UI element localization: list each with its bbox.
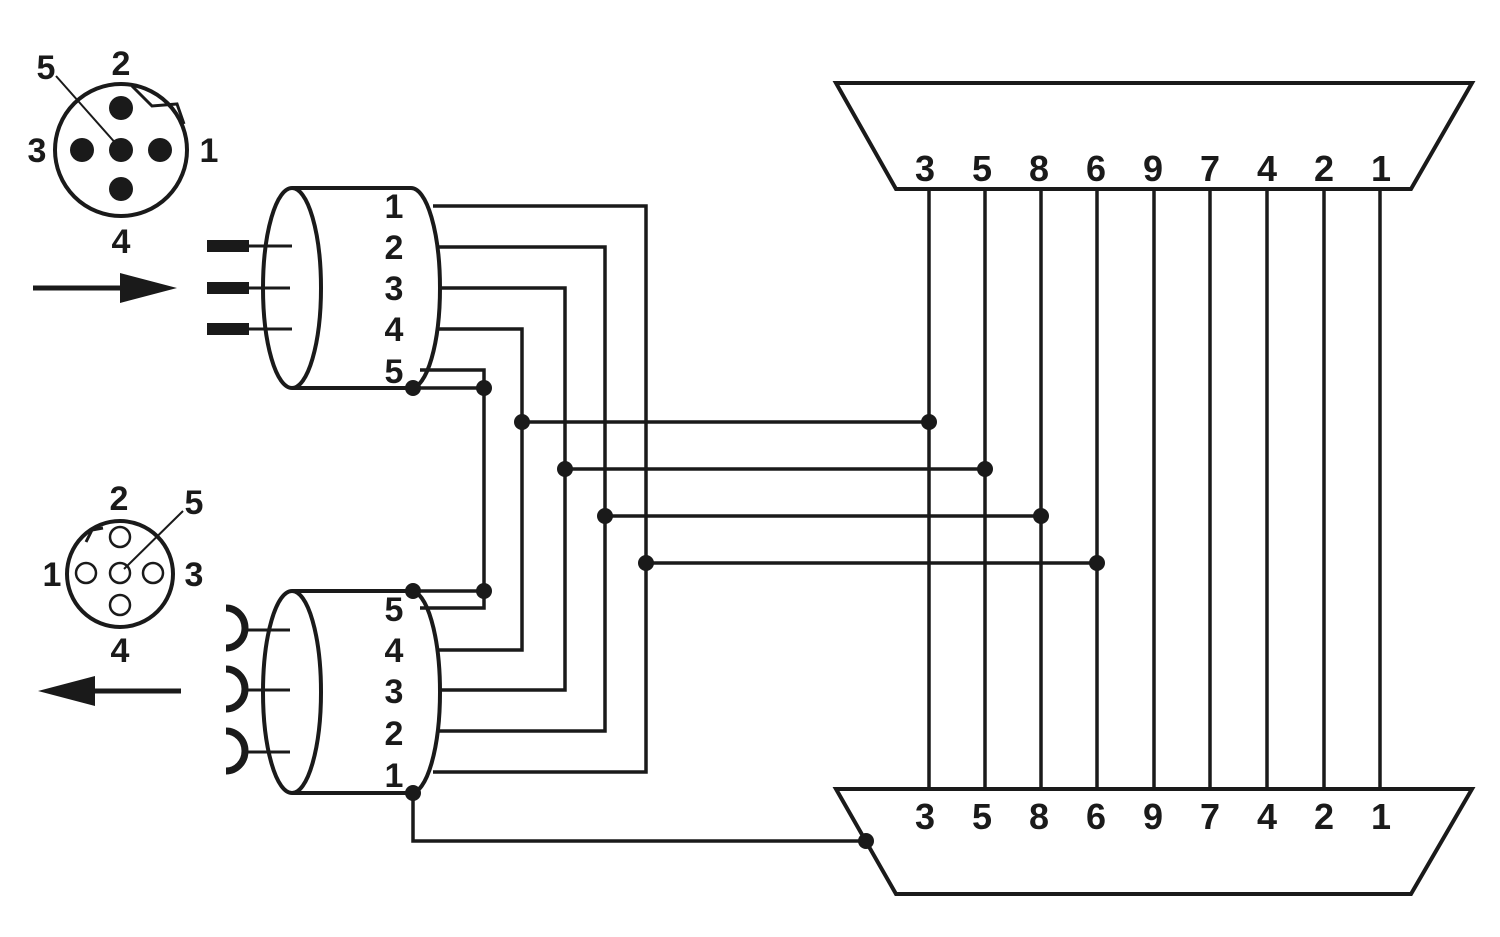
wire-2 <box>438 245 607 733</box>
dsub-bottom-pin-label: 2 <box>1314 796 1334 837</box>
male-pin-icon <box>207 323 249 335</box>
female-pin-label: 3 <box>385 673 404 711</box>
male-plug: 1 2 3 4 5 <box>207 186 442 391</box>
wires <box>411 204 1097 843</box>
junction-dot <box>405 785 421 801</box>
wire-5 <box>420 368 486 610</box>
dsub-bottom-pin-label: 1 <box>1371 796 1391 837</box>
dsub-bottom-pin-label: 8 <box>1029 796 1049 837</box>
dsub-top-pin-label: 6 <box>1086 148 1106 189</box>
pin-4-dot <box>109 177 133 201</box>
dsub-bottom-pin-label: 5 <box>972 796 992 837</box>
junction-dot <box>597 508 613 524</box>
dsub-top-pin-label: 3 <box>915 148 935 189</box>
male-face-label-right: 1 <box>200 132 219 170</box>
male-pin-icon <box>207 282 249 294</box>
male-pin-label: 3 <box>385 270 404 308</box>
wire-1 <box>433 204 648 774</box>
dsub-top-pin-label: 1 <box>1371 148 1391 189</box>
junction-dot <box>557 461 573 477</box>
socket-4-icon <box>108 593 132 617</box>
socket-3-icon <box>141 561 165 585</box>
dsub-bottom-pin-label: 3 <box>915 796 935 837</box>
dsub-straight-wires <box>927 189 1382 789</box>
female-socket: 5 4 3 2 1 <box>225 589 442 795</box>
socket-5-icon <box>108 561 132 585</box>
junction-dot <box>405 380 421 396</box>
female-pin-label: 5 <box>385 591 404 629</box>
female-pin-label: 2 <box>385 715 404 753</box>
dsub-top-pin-label: 5 <box>972 148 992 189</box>
female-face-label-bottom: 4 <box>111 632 130 670</box>
socket-2-icon <box>108 525 132 549</box>
junction-dot <box>638 555 654 571</box>
junction-dot <box>405 583 421 599</box>
dsub-bottom-pin-label: 7 <box>1200 796 1220 837</box>
socket-contact-icon <box>225 665 249 713</box>
junction-dot <box>514 414 530 430</box>
dsub-top-pin-label: 8 <box>1029 148 1049 189</box>
female-face-label-center: 5 <box>185 484 204 522</box>
junction-dot <box>476 380 492 396</box>
wire-3 <box>441 286 567 692</box>
female-face-label-left: 1 <box>43 556 62 594</box>
dsub-top <box>832 81 1476 191</box>
dsub-top-pin-label: 4 <box>1257 148 1277 189</box>
male-pin-label: 2 <box>385 229 404 267</box>
male-face-label-top: 2 <box>112 45 131 83</box>
pin-2-dot <box>109 96 133 120</box>
junction-dot <box>476 583 492 599</box>
dsub-top-pin-label: 7 <box>1200 148 1220 189</box>
male-pin-label: 1 <box>385 188 404 226</box>
dsub-top-pin-label: 2 <box>1314 148 1334 189</box>
male-pin-icon <box>207 240 249 252</box>
socket-1-icon <box>74 561 98 585</box>
socket-contact-icon <box>225 604 249 652</box>
arrow-left-icon <box>38 676 181 706</box>
dsub-bottom-labels: 3 5 8 6 9 7 4 2 1 <box>915 796 1391 837</box>
pin-5-dot <box>109 138 133 162</box>
male-face-label-center: 5 <box>37 49 56 87</box>
dsub-top-labels: 3 5 8 6 9 7 4 2 1 <box>915 148 1391 189</box>
male-pin-label: 4 <box>385 311 404 349</box>
junction-dots <box>405 380 1105 849</box>
pin-3-dot <box>70 138 94 162</box>
male-pin-label: 5 <box>385 353 404 391</box>
female-face-label-top: 2 <box>110 480 129 518</box>
female-pin-label: 4 <box>385 632 404 670</box>
dsub-top-pin-label: 9 <box>1143 148 1163 189</box>
male-face-label-left: 3 <box>28 132 47 170</box>
pin-1-dot <box>148 138 172 162</box>
female-connector-face: 2 5 1 3 4 <box>43 480 204 670</box>
socket-contact-icon <box>225 727 249 775</box>
wire-4 <box>438 327 524 652</box>
dsub-bottom <box>832 787 1476 896</box>
dsub-bottom-pin-label: 9 <box>1143 796 1163 837</box>
wire-shield <box>411 793 866 843</box>
dsub-bottom-pin-label: 4 <box>1257 796 1277 837</box>
male-connector-face: 2 5 3 1 4 <box>28 45 219 261</box>
female-face-label-right: 3 <box>185 556 204 594</box>
arrow-right-icon <box>33 273 177 303</box>
female-pin-label: 1 <box>385 757 404 795</box>
dsub-bottom-pin-label: 6 <box>1086 796 1106 837</box>
male-face-label-bottom: 4 <box>112 223 131 261</box>
